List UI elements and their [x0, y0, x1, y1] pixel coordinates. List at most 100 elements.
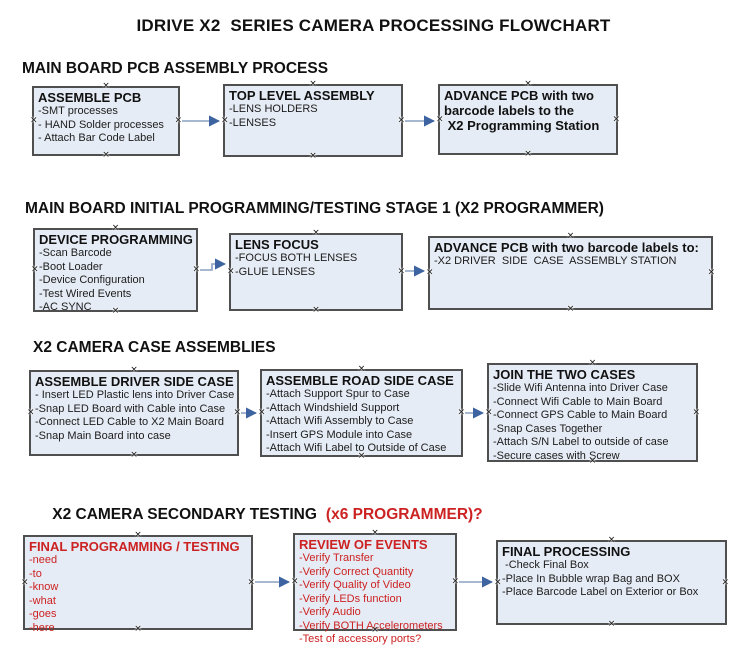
connector-handle-icon: ×	[707, 267, 715, 278]
box-line: -Scan Barcode	[39, 247, 112, 259]
box-line: -Attach Support Spur to Case	[266, 388, 410, 400]
box-line: -Verify LEDs function	[299, 592, 402, 605]
box-line: -Boot Loader	[39, 260, 103, 273]
flow-box-top-level-assembly: TOP LEVEL ASSEMBLY -LENS HOLDERS -LENSES…	[221, 80, 405, 161]
connector-handle-icon: ×	[102, 150, 110, 160]
flow-box-assemble-driver-side-case: ASSEMBLE DRIVER SIDE CASE - Insert LED P…	[27, 366, 241, 460]
box-line: -GLUE LENSES	[235, 265, 316, 278]
box-line: -Check Final Box	[502, 559, 589, 571]
connector-handle-icon: ×	[291, 576, 299, 587]
box-line: -Verify Quality of Video	[299, 579, 411, 591]
connector-handle-icon: ×	[436, 114, 444, 124]
connector-handle-icon: ×	[221, 115, 229, 125]
section-heading-black-part: X2 CAMERA SECONDARY TESTING	[52, 506, 317, 523]
box-line: -need	[29, 554, 58, 566]
flow-box-device-programming: DEVICE PROGRAMMING -Scan Barcode -Boot L…	[31, 224, 200, 316]
box-line: -Place Barcode Label on Exterior or Box	[502, 586, 699, 598]
box-line: -Verify Audio	[299, 606, 361, 618]
connector-handle-icon: ×	[27, 407, 35, 418]
box-line: -Secure cases with Screw	[493, 449, 620, 462]
box-line: -Connect GPS Cable to Main Board	[493, 409, 668, 421]
box-line: -Connect Wifi Cable to Main Board	[493, 395, 663, 408]
flow-box-advance-pcb-programming-station: ADVANCE PCB with two barcode labels to t…	[436, 80, 620, 159]
box-line: -here	[29, 621, 55, 634]
box-line: - Attach Bar Code Label	[38, 132, 155, 144]
box-line: -Device Configuration	[39, 274, 145, 286]
connector-handle-icon: ×	[258, 407, 266, 418]
box-title: DEVICE PROGRAMMING	[39, 232, 193, 247]
box-line: -Attach Windshield Support	[266, 401, 400, 414]
connector-handle-icon: ×	[451, 576, 459, 587]
box-line: -Test of accessory ports?	[299, 633, 422, 645]
connector-handle-icon: ×	[607, 619, 616, 629]
connector-handle-icon: ×	[130, 450, 138, 460]
connector-handle-icon: ×	[227, 266, 235, 277]
flow-box-lens-focus: LENS FOCUS -FOCUS BOTH LENSES -GLUE LENS…	[227, 229, 405, 315]
box-line: -X2 DRIVER SIDE CASE ASSEMBLY STATION	[434, 255, 677, 267]
section-heading-secondary-testing: X2 CAMERA SECONDARY TESTING (x6 PROGRAMME…	[35, 488, 483, 542]
box-line: -Snap Cases Together	[493, 422, 603, 435]
connector-handle-icon: ×	[612, 114, 620, 124]
box-title: ASSEMBLE ROAD SIDE CASE	[266, 373, 454, 388]
page-title: IDRIVE X2 SERIES CAMERA PROCESSING FLOWC…	[136, 16, 611, 35]
box-line: barcode labels to the	[444, 103, 575, 118]
connector-handle-icon: ×	[485, 407, 493, 417]
box-line: -to	[29, 567, 42, 580]
connector-handle-icon: ×	[174, 115, 182, 126]
connector-handle-icon: ×	[721, 577, 729, 587]
box-line: -LENS HOLDERS	[229, 103, 318, 115]
box-title: ASSEMBLE DRIVER SIDE CASE	[35, 374, 234, 389]
box-title: ASSEMBLE PCB	[38, 90, 142, 105]
connector-handle-icon: ×	[30, 115, 38, 126]
box-title: ADVANCE PCB with two barcode labels to:	[434, 240, 699, 255]
box-title: FINAL PROGRAMMING / TESTING	[29, 539, 240, 554]
section-heading-pcb-assembly: MAIN BOARD PCB ASSEMBLY PROCESS	[22, 60, 329, 77]
box-line: -Verify BOTH Accelerometers	[299, 619, 443, 632]
box-line: -Attach S/N Label to outside of case	[493, 436, 669, 448]
connector-handle-icon: ×	[192, 264, 200, 275]
section-heading-case-assemblies: X2 CAMERA CASE ASSEMBLIES	[33, 339, 276, 356]
box-line: -FOCUS BOTH LENSES	[235, 252, 358, 264]
box-line: - Insert LED Plastic lens into Driver Ca…	[35, 389, 235, 401]
connector-handle-icon: ×	[31, 264, 39, 275]
box-line: -LENSES	[229, 116, 277, 129]
connector-handle-icon: ×	[426, 267, 434, 278]
box-line: -Attach Wifi Assembly to Case	[266, 415, 414, 427]
flow-box-join-the-two-cases: JOIN THE TWO CASES -Slide Wifi Antenna i…	[485, 359, 700, 466]
connector-handle-icon: ×	[309, 151, 317, 161]
arrow-icon	[200, 258, 227, 271]
connector-handle-icon: ×	[233, 407, 241, 418]
flow-box-final-processing: FINAL PROCESSING -Check Final Box -Place…	[494, 536, 729, 629]
connector-handle-icon: ×	[457, 407, 465, 418]
section-heading-red-part: (x6 PROGRAMMER)?	[325, 506, 483, 523]
connector-handle-icon: ×	[566, 304, 575, 314]
section-heading-initial-programming: MAIN BOARD INITIAL PROGRAMMING/TESTING S…	[25, 200, 604, 217]
box-title: LENS FOCUS	[235, 237, 319, 252]
box-line: X2 Programming Station	[444, 118, 600, 133]
box-title: FINAL PROCESSING	[502, 544, 631, 559]
box-title: REVIEW OF EVENTS	[299, 537, 428, 552]
box-line: -AC SYNC	[39, 301, 92, 313]
flow-box-assemble-road-side-case: ASSEMBLE ROAD SIDE CASE -Attach Support …	[258, 365, 465, 461]
connector-handle-icon: ×	[397, 266, 405, 277]
connector-handle-icon: ×	[692, 407, 700, 417]
box-line: -know	[29, 581, 59, 593]
box-line: -goes	[29, 608, 57, 620]
box-line: - HAND Solder processes	[38, 118, 164, 131]
box-title: TOP LEVEL ASSEMBLY	[229, 88, 375, 103]
flow-box-assemble-pcb: ASSEMBLE PCB -SMT processes - HAND Solde…	[30, 82, 182, 160]
box-line: -Snap Main Board into case	[35, 429, 171, 442]
connector-handle-icon: ×	[247, 577, 255, 587]
box-line: ADVANCE PCB with two	[444, 88, 594, 103]
box-line: -Insert GPS Module into Case	[266, 428, 413, 441]
connector-handle-icon: ×	[494, 577, 502, 587]
box-line: -what	[29, 594, 56, 607]
connector-handle-icon: ×	[21, 577, 29, 587]
box-line: -Place In Bubble wrap Bag and BOX	[502, 572, 680, 585]
box-line: -Test Wired Events	[39, 287, 132, 300]
box-line: -Snap LED Board with Cable into Case	[35, 402, 226, 415]
connector-handle-icon: ×	[524, 149, 532, 159]
box-line: -Verify Transfer	[299, 552, 374, 564]
box-line: -Verify Correct Quantity	[299, 565, 414, 578]
